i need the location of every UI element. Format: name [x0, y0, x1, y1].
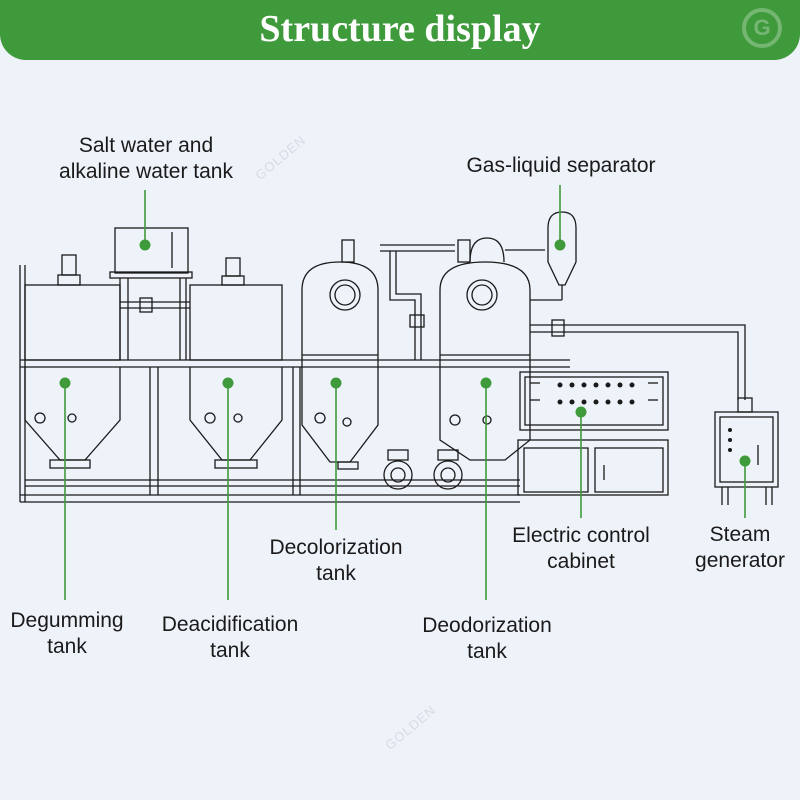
refinery-diagram [19, 185, 779, 600]
label-gas-liquid-separator: Gas-liquid separator [466, 154, 656, 177]
gcircle-logo-icon [742, 8, 782, 48]
page-title: Structure display [259, 8, 541, 50]
header-banner: Structure display [0, 0, 800, 60]
